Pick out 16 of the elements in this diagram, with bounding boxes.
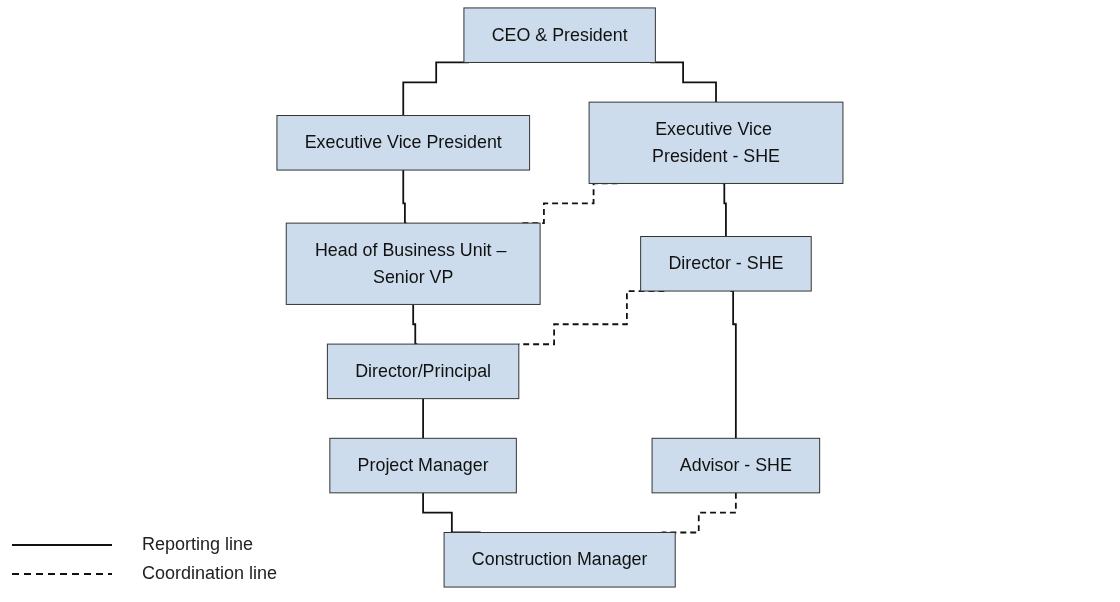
node-box: Director - SHE: [640, 236, 812, 292]
connector: [729, 290, 737, 440]
connector: [412, 303, 419, 345]
connector: [721, 182, 727, 238]
connector: [422, 397, 425, 440]
node-box: Executive Vice President: [276, 115, 531, 171]
legend-label: Coordination line: [142, 563, 278, 584]
node-box: Head of Business Unit – Senior VP: [285, 222, 541, 305]
node-box: Executive Vice President - SHE: [588, 101, 844, 184]
legend-label: Reporting line: [142, 534, 254, 555]
connector: [402, 169, 408, 224]
node-box: Advisor - SHE: [651, 437, 821, 494]
node-box: Director/Principal: [326, 343, 520, 400]
node-box: Project Manager: [329, 437, 517, 494]
node-box: CEO & President: [463, 7, 656, 63]
node-box: Construction Manager: [443, 532, 676, 588]
